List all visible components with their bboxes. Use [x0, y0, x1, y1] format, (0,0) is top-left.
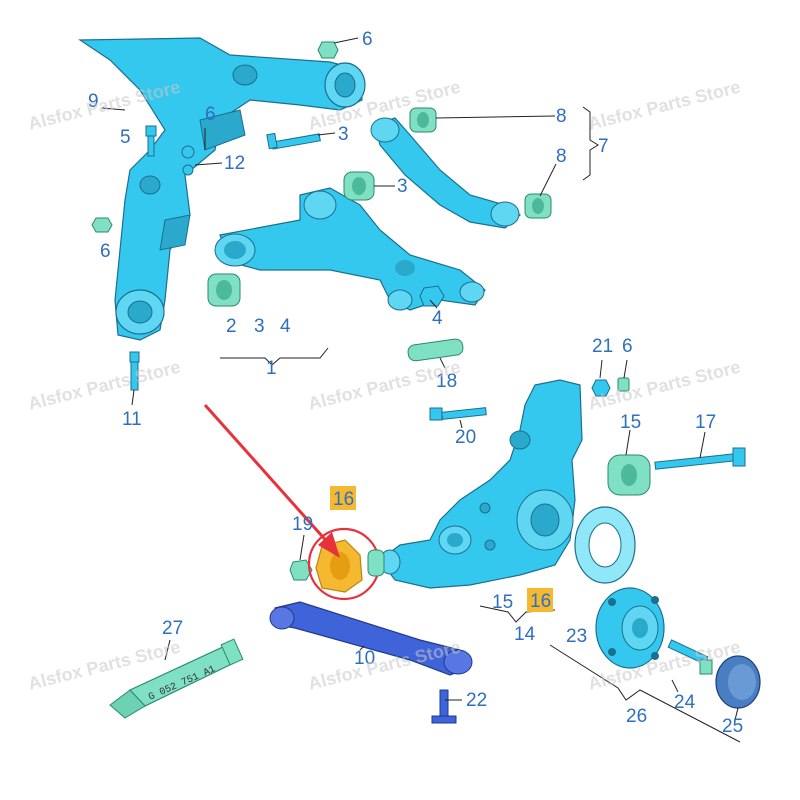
label-8: 8	[556, 146, 567, 167]
bolt-3-top	[266, 132, 321, 150]
nut-6-right	[617, 377, 630, 392]
label-8: 8	[556, 106, 567, 127]
label-10: 10	[354, 648, 375, 669]
subframe	[78, 37, 366, 341]
bolt-5	[145, 125, 157, 157]
nut-4	[419, 285, 445, 307]
label-2: 2	[226, 316, 237, 337]
bushing-2	[207, 273, 241, 307]
highlight-box	[527, 588, 553, 612]
highlighted-labels: 16 16	[330, 486, 553, 612]
label-3: 3	[338, 124, 349, 145]
label-6: 6	[362, 29, 373, 50]
label-4: 4	[280, 316, 291, 337]
bearing-ring	[574, 506, 636, 584]
pin-18	[407, 338, 464, 362]
wheel-carrier	[379, 379, 583, 589]
label-23: 23	[566, 626, 587, 647]
toe-link-10	[269, 601, 473, 676]
label-6: 6	[100, 241, 111, 262]
bolt-24	[667, 639, 713, 675]
label-3: 3	[254, 316, 265, 337]
bushing-8-bottom	[524, 193, 552, 219]
bushing-16-spacer	[367, 549, 385, 577]
label-16-highlight: 16	[333, 489, 354, 510]
label-6: 6	[622, 336, 633, 357]
label-3: 3	[397, 176, 408, 197]
cap-25	[715, 655, 761, 709]
lower-wishbone	[214, 187, 486, 311]
upper-control-arm	[370, 117, 521, 229]
nut-6-left	[91, 217, 113, 233]
watermark-text: Alsfox Parts Store	[586, 357, 742, 414]
watermark-text: Alsfox Parts Store	[26, 357, 182, 414]
bolt-20	[429, 407, 487, 421]
highlight-box	[330, 486, 356, 510]
fastener-nut-6-top	[317, 41, 339, 59]
pointer-arrow	[203, 404, 340, 558]
label-20: 20	[455, 427, 476, 448]
wheel-hub-23	[595, 587, 665, 669]
label-16-highlight: 16	[530, 591, 551, 612]
label-7: 7	[598, 136, 609, 157]
label-11: 11	[122, 409, 142, 430]
label-21: 21	[592, 336, 613, 357]
label-19: 19	[292, 514, 313, 535]
bolt-11	[129, 351, 140, 391]
bolt-12	[181, 145, 195, 176]
label-15: 15	[620, 412, 641, 433]
label-5: 5	[120, 127, 131, 148]
label-17: 17	[695, 412, 716, 433]
leader-lines	[101, 37, 741, 743]
part-labels: 6 9 5 6 12 3 8 8 7 3 6 2 3 4 4 1 11 18 2…	[88, 29, 743, 737]
watermark-text: Alsfox Parts Store	[586, 77, 742, 134]
bolt-22	[431, 689, 457, 724]
label-14: 14	[514, 624, 536, 645]
label-6: 6	[205, 104, 216, 125]
label-1: 1	[266, 358, 277, 379]
label-9: 9	[88, 91, 99, 112]
label-15: 15	[492, 592, 513, 613]
label-4: 4	[432, 308, 443, 329]
label-25: 25	[722, 716, 743, 737]
highlighted-bushing-16	[307, 527, 381, 601]
label-27: 27	[162, 618, 183, 639]
bushing-8-top	[409, 107, 437, 133]
label-12: 12	[224, 153, 245, 174]
label-22: 22	[466, 690, 487, 711]
bushing-3-mid	[343, 171, 375, 201]
nut-21	[591, 379, 611, 397]
nut-19	[289, 559, 313, 581]
label-26: 26	[626, 706, 647, 727]
label-18: 18	[436, 371, 457, 392]
bushing-15	[607, 454, 651, 496]
label-24: 24	[674, 692, 696, 713]
bolt-17	[654, 447, 746, 470]
